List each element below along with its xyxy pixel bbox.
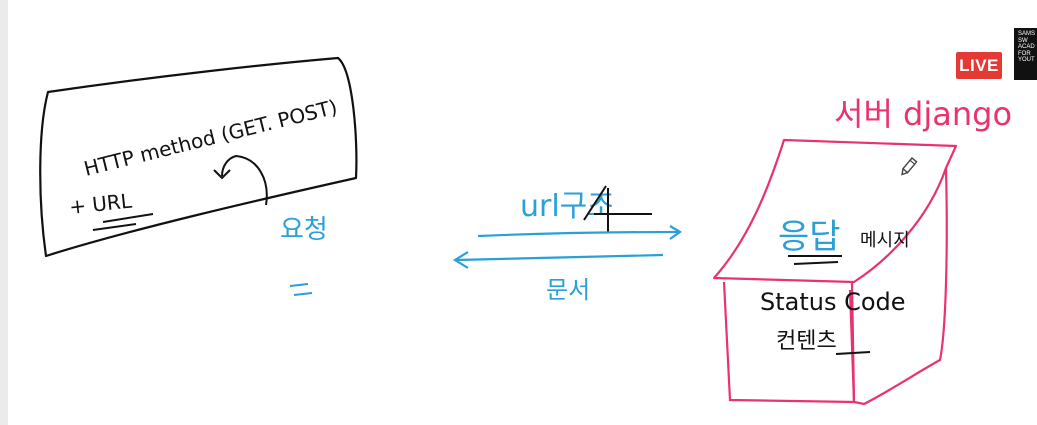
brand-line: ACAD	[1018, 44, 1035, 51]
channel-logo: SAMS SW ACAD FOR YOUT	[1014, 28, 1037, 80]
request-arrow	[477, 230, 679, 238]
response-arrow	[455, 253, 664, 262]
brand-line: FOR	[1018, 50, 1031, 57]
client-curved-arrow	[221, 154, 268, 206]
http-method-text: HTTP method (GET. POST)	[81, 95, 339, 181]
message-label: 메시지	[860, 230, 910, 251]
live-badge: LIVE	[956, 52, 1002, 79]
server-cube	[712, 138, 958, 284]
url-text: + URL	[68, 188, 134, 219]
url-structure-label: url구조	[520, 189, 615, 224]
brand-line: YOUT	[1018, 57, 1035, 64]
pencil-icon	[901, 157, 918, 176]
brand-line: SAMS	[1018, 31, 1036, 37]
whiteboard-drawing: HTTP method (GET. POST) + URL 요청 url구조 문…	[39, 56, 1012, 406]
document-label: 문서	[546, 276, 590, 304]
brand-line: SW	[1018, 37, 1028, 44]
live-label: LIVE	[959, 55, 999, 75]
request-label: 요청	[280, 215, 328, 245]
client-box	[39, 56, 358, 258]
status-code-label: Status Code	[760, 288, 906, 316]
contents-label: 컨텐츠	[776, 329, 837, 354]
response-label: 응답	[778, 217, 841, 257]
server-django-label: 서버 django	[834, 95, 1012, 133]
whiteboard-canvas[interactable]: HTTP method (GET. POST) + URL 요청 url구조 문…	[8, 0, 1037, 425]
